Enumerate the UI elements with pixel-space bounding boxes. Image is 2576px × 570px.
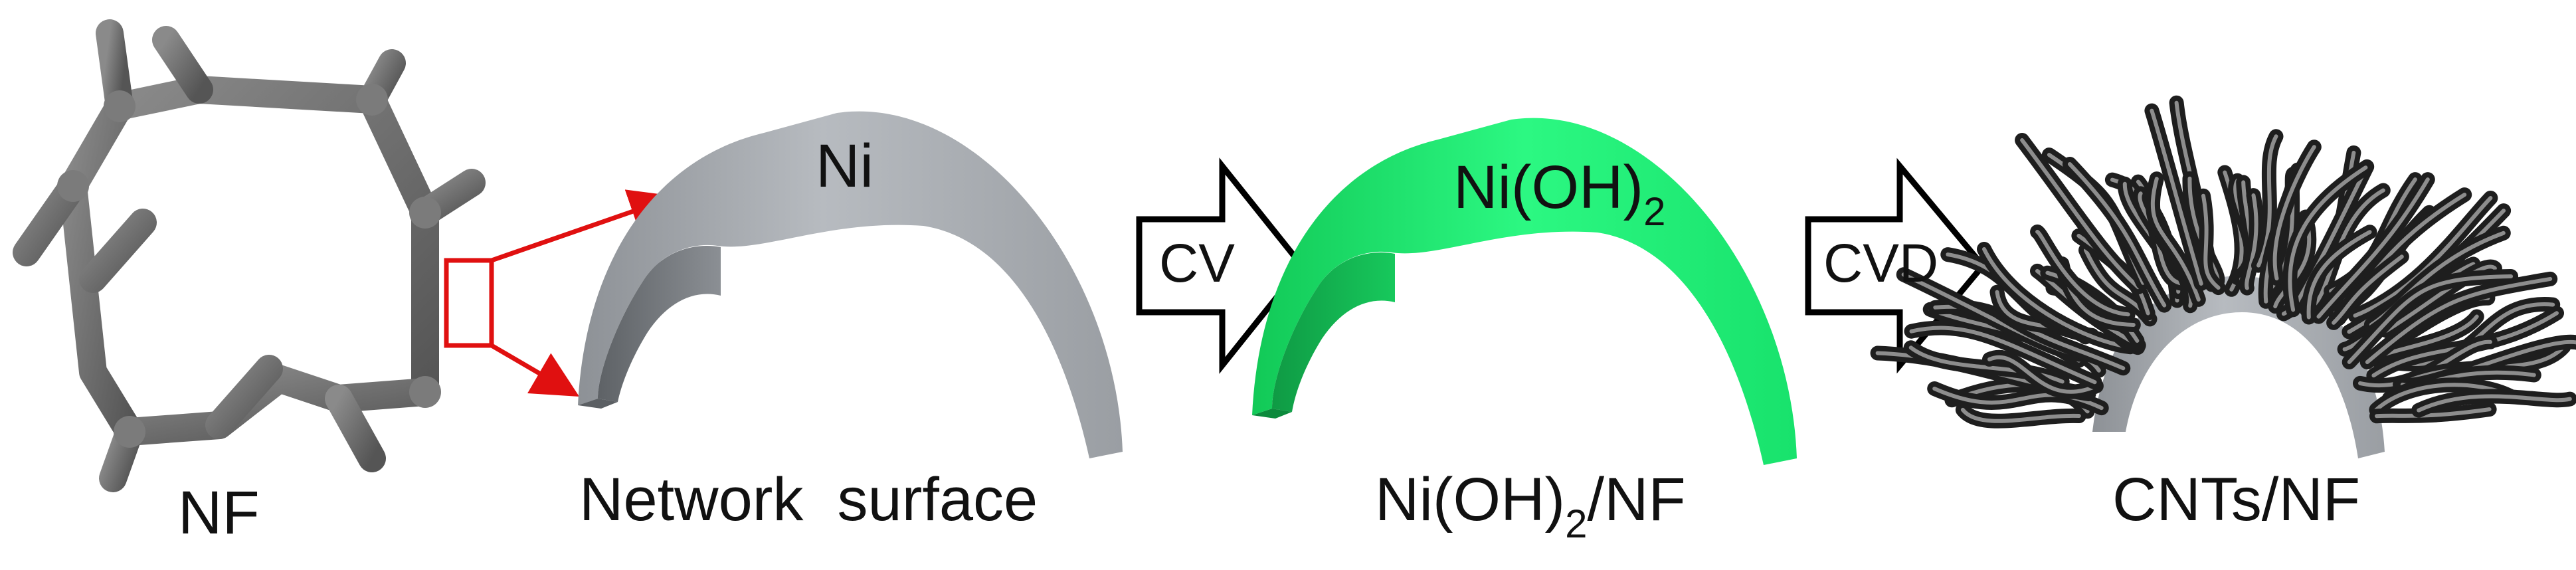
nanotube-highlight (2150, 108, 2203, 286)
zoom-box (444, 258, 494, 348)
nanotube-highlight (2272, 145, 2316, 281)
cv-arrow (1136, 157, 1306, 374)
cv-arrow-label: CV (1159, 233, 1235, 294)
nanotube-highlight (2245, 193, 2258, 290)
nickel-foam-skeleton (13, 19, 486, 492)
zoom-arrow-top (490, 189, 677, 263)
nanotube-highlight (2035, 229, 2130, 317)
nanotube-highlight (2316, 177, 2430, 319)
nanotube-highlight (2150, 177, 2201, 302)
nanotube-highlight (2256, 134, 2278, 268)
nanotube-highlight (2201, 193, 2221, 290)
nioh2-nf-label-sub: 2 (1565, 502, 1588, 546)
carbon-nanotubes (1870, 95, 2576, 428)
nioh2-inner-label: Ni(OH)2 (1453, 153, 1666, 234)
nanotube-highlight (2288, 165, 2368, 312)
nioh2-nf-label-tail: /NF (1587, 466, 1686, 533)
nanotube-highlight (1982, 247, 2132, 349)
zoom-arrow-bottom (490, 343, 580, 397)
nanotube-highlight (2332, 254, 2404, 325)
network-surface-label: Network surface (579, 466, 1038, 533)
nanotube-highlight (2306, 230, 2372, 320)
nanotube-highlight (1909, 326, 2097, 385)
nanotube-highlight (2365, 276, 2553, 365)
cnts-nf-label: CNTs/NF (2112, 466, 2361, 533)
nanotube-highlight (2067, 162, 2167, 308)
nanotube-highlight (2273, 215, 2312, 309)
ni-inner-label: Ni (816, 132, 874, 200)
nf-label: NF (178, 479, 260, 547)
nioh2-inner-label-sub: 2 (1643, 189, 1666, 234)
nanotube-highlight (2020, 138, 2140, 290)
nioh2-half-tube (1252, 118, 1797, 465)
nanotube-highlight (2347, 274, 2514, 364)
nioh2-inner-label-main: Ni(OH) (1453, 153, 1644, 221)
cvd-arrow-label: CVD (1823, 233, 1939, 294)
nanotube-highlight (2417, 394, 2572, 413)
nanotube-highlight (2353, 196, 2493, 318)
rod-joints (57, 84, 441, 448)
nioh2-nf-label: Ni(OH)2/NF (1375, 465, 1686, 546)
nanotube-highlight (1987, 355, 2098, 394)
nanotube-highlight (1960, 407, 2081, 423)
ni-half-tube (578, 111, 1123, 458)
nioh2-nf-label-main: Ni(OH) (1375, 466, 1566, 533)
